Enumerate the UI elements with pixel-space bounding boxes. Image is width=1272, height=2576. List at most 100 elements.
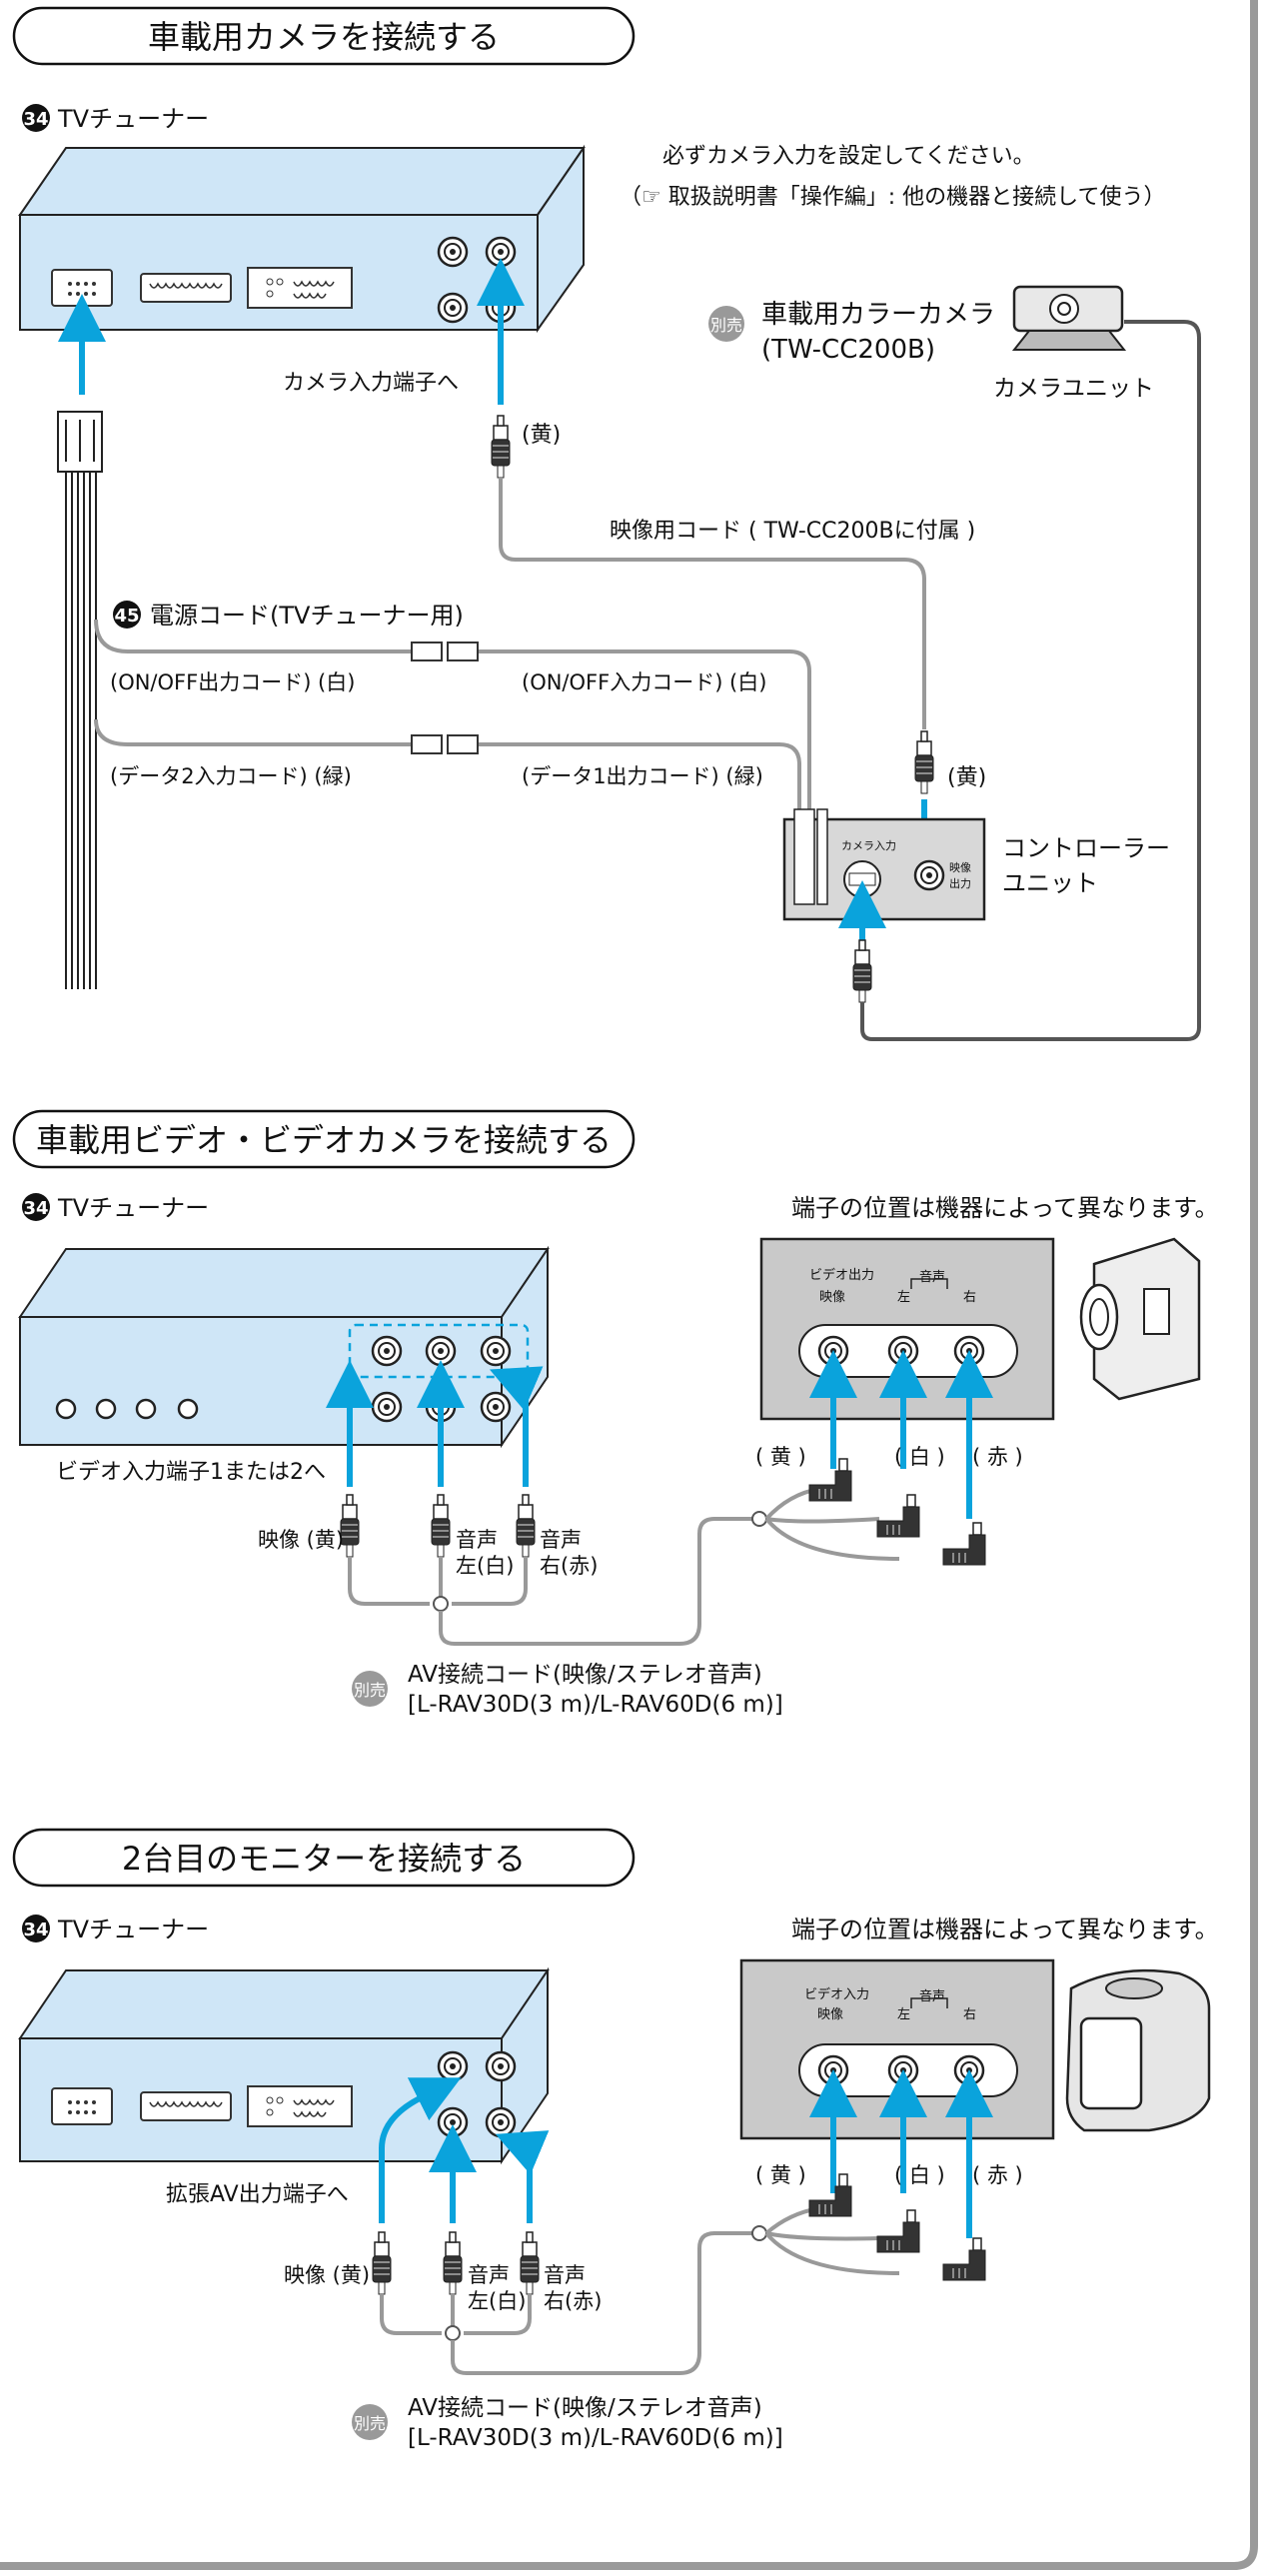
av-output-label: 拡張AV出力端子へ — [166, 2182, 349, 2207]
l-plug-icon — [942, 2237, 986, 2281]
connector-icon — [247, 267, 353, 309]
controller-label-2: ユニット — [1002, 869, 1098, 897]
controller-unit: カメラ入力 映像 出力 — [782, 808, 986, 921]
camera-icon — [1011, 285, 1127, 351]
video-cord — [499, 478, 926, 729]
svg-text:34: 34 — [23, 1920, 48, 1940]
audio-right-label-1: 音声 — [540, 1528, 582, 1552]
data1-out-label: (データ1出力コード) (緑) — [522, 764, 763, 788]
rca-plug-icon — [516, 1494, 536, 1558]
rca-plug-icon — [520, 2231, 540, 2295]
l-plug-icon — [942, 1522, 986, 1566]
svg-text:別売: 別売 — [710, 316, 742, 335]
monitor-panel: ビデオ入力 映像 音声 左 右 — [739, 1958, 1055, 2140]
svg-text:映像: 映像 — [817, 2007, 843, 2022]
rca-plug-icon — [372, 2231, 392, 2295]
power-port-icon — [51, 269, 113, 307]
section-title: 2台目のモニターを接続する — [122, 1840, 526, 1878]
audio-left-label-2: 左(白) — [456, 1554, 514, 1578]
audio-left-label-1: 音声 — [468, 2263, 510, 2287]
connector-icon — [247, 2085, 353, 2127]
audio-right-label-2: 右(赤) — [544, 2289, 602, 2313]
rca-plug-icon — [914, 730, 934, 794]
svg-text:別売: 別売 — [354, 2414, 386, 2433]
circled-number-34-icon: 34 — [22, 1915, 50, 1942]
power-harness — [57, 411, 811, 989]
plug-yellow-label: (黄) — [522, 423, 561, 448]
rca-plug-icon — [443, 2231, 463, 2295]
svg-text:右: 右 — [963, 1290, 976, 1305]
svg-text:34: 34 — [23, 1198, 48, 1219]
svg-text:映像: 映像 — [819, 1290, 845, 1305]
video-plug-label: 映像 (黄) — [258, 1528, 344, 1552]
rca-plug-icon — [491, 415, 511, 479]
section-title-box — [12, 1828, 636, 1888]
plug-white-label: ( 白 ) — [894, 2163, 945, 2187]
cord-name: AV接続コード(映像/ステレオ音声) — [408, 2395, 762, 2421]
power-port-icon — [51, 2087, 113, 2125]
section-title-box — [12, 6, 636, 66]
section-title: 車載用カメラを接続する — [148, 18, 500, 56]
betsubai-badge-icon: 別売 — [708, 306, 744, 342]
position-note: 端子の位置は機器によって異なります。 — [791, 1194, 1219, 1222]
tv-tuner — [18, 144, 586, 334]
svg-text:音声: 音声 — [919, 1988, 945, 2004]
plug-red-label: ( 赤 ) — [972, 2163, 1023, 2187]
camera-name: 車載用カラーカメラ — [761, 300, 995, 330]
av-cord — [451, 2231, 759, 2375]
audio-right-label-1: 音声 — [544, 2263, 586, 2287]
note-line1: 必ずカメラ入力を設定してください。 — [662, 144, 1035, 169]
section-title-box — [12, 1109, 636, 1169]
l-plug-icon — [876, 1494, 920, 1538]
plug-white-label: ( 白 ) — [894, 1445, 945, 1469]
tv-tuner — [18, 1245, 550, 1449]
cord-name: AV接続コード(映像/ステレオ音声) — [408, 1662, 762, 1688]
rca-plug-icon — [431, 1494, 451, 1558]
monitor-icon — [1065, 1968, 1211, 2132]
camera-input-label: カメラ入力端子へ — [283, 371, 459, 396]
video-plug-label: 映像 (黄) — [284, 2263, 370, 2287]
betsubai-badge-icon: 別売 — [352, 2404, 388, 2440]
svg-text:34: 34 — [23, 109, 48, 130]
svg-text:45: 45 — [114, 606, 139, 627]
position-note: 端子の位置は機器によって異なります。 — [791, 1916, 1219, 1943]
controller-label-1: コントローラー — [1002, 834, 1170, 862]
av-cord — [439, 1517, 759, 1646]
connector-icon — [140, 273, 232, 303]
video-camera-icon — [1079, 1237, 1201, 1401]
video-device-panel: ビデオ出力 映像 音声 左 右 — [759, 1237, 1055, 1421]
video-input-label: ビデオ入力端子1または2へ — [56, 1460, 326, 1485]
onoff-in-label: (ON/OFF入力コード) (白) — [522, 670, 766, 694]
betsubai-badge-icon: 別売 — [352, 1671, 388, 1707]
audio-right-arrow — [489, 1366, 544, 1487]
section-video: 車載用ビデオ・ビデオカメラを接続する 34 TVチューナー 端子の位置は機器によ… — [12, 1109, 1219, 1718]
note-line2: （☞ 取扱説明書「操作編」: 他の機器と接続して使う） — [620, 185, 1165, 210]
audio-left-label-1: 音声 — [456, 1528, 498, 1552]
section-monitor: 2台目のモニターを接続する 34 TVチューナー 端子の位置は機器によって異なり… — [12, 1828, 1219, 2451]
device-label: TVチューナー — [57, 1194, 209, 1222]
audio-left-label-2: 左(白) — [468, 2289, 526, 2313]
plug-yellow-label: ( 黄 ) — [755, 2163, 806, 2187]
camera-unit-label: カメラユニット — [993, 376, 1154, 402]
data2-in-label: (データ2入力コード) (緑) — [110, 764, 352, 788]
video-arrow — [379, 2077, 462, 2223]
device-label: TVチューナー — [57, 1916, 209, 1943]
video-cord-label: 映像用コード ( TW-CC200Bに付属 ) — [610, 519, 975, 544]
svg-text:別売: 別売 — [354, 1681, 386, 1700]
section-camera: 車載用カメラを接続する 34 TVチューナー 必ずカメラ入力を設定してください。… — [12, 6, 1201, 1041]
tv-tuner — [18, 1966, 550, 2165]
camera-cable — [860, 320, 1201, 1041]
svg-text:音声: 音声 — [919, 1269, 945, 1285]
camera-model: (TW-CC200B) — [761, 335, 935, 365]
svg-text:映像: 映像 — [949, 861, 971, 874]
rca-plug-icon — [852, 939, 872, 1003]
l-plug-icon — [876, 2209, 920, 2253]
cord-model: [L-RAV30D(3 m)/L-RAV60D(6 m)] — [408, 1692, 783, 1718]
onoff-out-label: (ON/OFF出力コード) (白) — [110, 670, 355, 694]
cord-model: [L-RAV30D(3 m)/L-RAV60D(6 m)] — [408, 2425, 783, 2451]
device-label: TVチューナー — [57, 105, 209, 133]
circled-number-34-icon: 34 — [22, 104, 50, 132]
svg-text:カメラ入力: カメラ入力 — [841, 839, 896, 852]
